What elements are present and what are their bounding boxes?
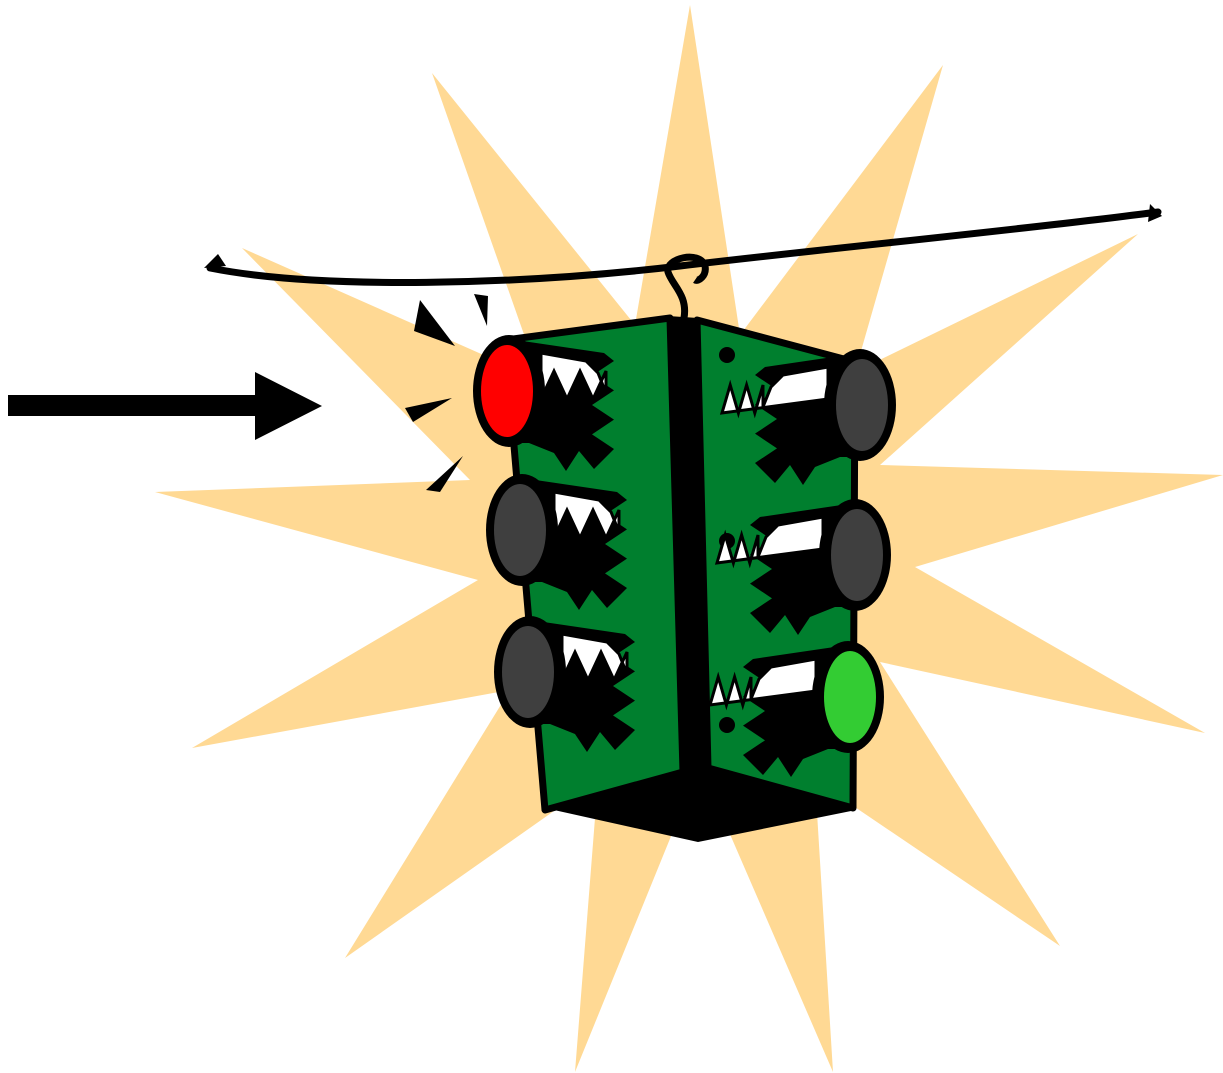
lamp-visor [714, 515, 825, 569]
rivet [719, 347, 735, 363]
lamp-visor [719, 365, 830, 419]
green-lamp-lit [824, 651, 876, 743]
signal-lamp [473, 335, 614, 471]
signal-lamp [494, 616, 635, 752]
wire-left-end [204, 254, 226, 268]
lamp-visor [707, 657, 818, 711]
signal-lamp [486, 474, 627, 610]
overhead-wire [206, 208, 1162, 286]
signal-lamp [719, 349, 896, 485]
right-arrow-icon [8, 372, 322, 440]
lamp-off [831, 509, 883, 601]
flash-spark [414, 300, 455, 346]
flash-spark [405, 398, 452, 422]
signal-lamp [707, 641, 884, 777]
housing-bottom [545, 768, 856, 842]
signal-lamp [714, 499, 891, 635]
lamp-off [502, 626, 554, 718]
hanger-hook [664, 253, 709, 319]
flash-spark-icon [405, 294, 488, 492]
rivet [719, 717, 735, 733]
red-lamp-lit [481, 345, 533, 437]
housing-edge [668, 316, 710, 772]
flash-spark [474, 294, 488, 326]
left-face-lamps [473, 335, 635, 752]
lamp-off [494, 484, 546, 576]
traffic-light-icon [473, 314, 896, 842]
right-face-lamps [707, 349, 896, 777]
lamp-off [836, 359, 888, 451]
wire-right-end [1148, 204, 1162, 222]
flash-spark [426, 456, 463, 492]
